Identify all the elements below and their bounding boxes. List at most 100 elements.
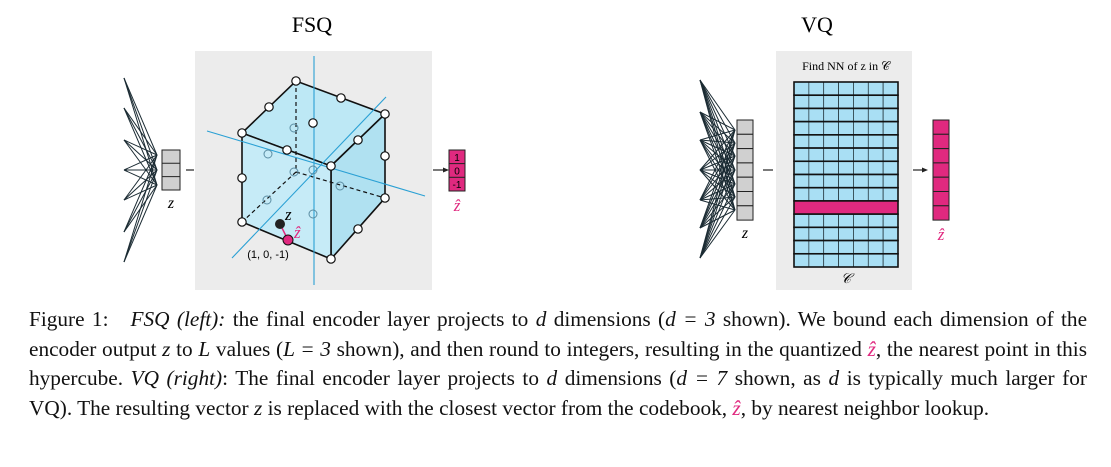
vq-code-cell [853, 108, 869, 122]
vq-code-cell [882, 134, 899, 149]
lattice-point [237, 128, 247, 138]
vq-code-cell [808, 187, 825, 202]
vq-code-cell [823, 134, 839, 149]
vq-code-cell [823, 253, 839, 268]
figure-caption: Figure 1: FSQ (left): the final encoder … [29, 305, 1087, 423]
caption-text: to [176, 336, 193, 361]
network-edge [123, 154, 158, 233]
vq-code-cell [808, 253, 825, 268]
fsq-encoder-network [123, 77, 158, 263]
caption-math: d = 7 [676, 366, 728, 390]
vq-output-cell [932, 148, 950, 164]
vq-output-cell [932, 162, 950, 178]
network-edge [123, 169, 158, 263]
lattice-point [326, 161, 336, 171]
vq-input-cell [736, 176, 754, 192]
fsq-quantized-coord: (1, 0, -1) [247, 249, 289, 261]
vq-code-cell [823, 147, 839, 162]
vq-code-cell [882, 227, 899, 241]
caption-text: shown, as [734, 366, 821, 390]
vq-code-cell [882, 121, 899, 136]
caption-text: dimensions ( [564, 366, 677, 390]
network-edge [699, 196, 736, 229]
network-edge [699, 111, 736, 211]
vq-code-cell [793, 108, 810, 122]
network-edge [699, 209, 736, 259]
network-edge [699, 129, 736, 141]
vq-code-cell [867, 121, 884, 136]
vq-output-arrowhead [922, 167, 928, 173]
network-edge [699, 196, 736, 259]
vq-code-cell [853, 227, 869, 241]
caption-math: d = 3 [665, 307, 716, 331]
vq-code-cell [823, 240, 839, 255]
hidden-lattice-point [263, 149, 273, 159]
vq-code-cell [838, 147, 854, 162]
vq-code-cell [853, 174, 869, 189]
vq-code-cell [882, 147, 899, 162]
vq-code-cell [823, 108, 839, 122]
caption-text: , by nearest neighbor lookup. [740, 395, 990, 420]
vq-code-cell [867, 187, 884, 202]
network-edge [699, 129, 736, 201]
caption-text: is replaced with the closest vector from… [267, 395, 728, 420]
network-edge [699, 79, 736, 198]
vq-input-vector [736, 119, 754, 221]
fsq-z-point-label: z [284, 205, 292, 224]
vq-code-cell [838, 227, 854, 241]
fsq-output-value: 1 [454, 153, 460, 164]
vq-code-cell [867, 134, 884, 149]
vq-codebook-title: Find NN of z in 𝒞 [802, 59, 891, 73]
network-edge [699, 79, 736, 131]
hidden-lattice-point [289, 123, 299, 133]
fsq-output-value: -1 [453, 180, 462, 191]
caption-fsq-heading: FSQ (left): [130, 307, 226, 331]
vq-code-cell [793, 94, 810, 109]
caption-text: shown), and then round to integers, resu… [336, 336, 862, 361]
vq-code-cell [838, 160, 854, 175]
vq-code-cell [793, 160, 810, 175]
network-edge [699, 129, 736, 171]
vq-code-cell [808, 134, 825, 149]
vq-code-cell [853, 134, 869, 149]
vq-code-cell [838, 121, 854, 136]
vq-code-cell [823, 227, 839, 241]
network-edge [123, 77, 158, 156]
vq-code-cell [808, 108, 825, 122]
vq-code-cell [853, 160, 869, 175]
vq-code-cell [882, 253, 899, 268]
caption-math-zhat: ẑ [732, 395, 741, 420]
vq-code-cell [823, 174, 839, 189]
vq-code-cell [838, 253, 854, 268]
vq-code-cell [838, 94, 854, 109]
caption-figure-label: Figure 1: [29, 307, 109, 331]
network-edge [699, 139, 736, 185]
network-edge [123, 154, 158, 201]
caption-math: d [828, 366, 840, 390]
network-edge [123, 107, 158, 156]
network-edge [699, 129, 736, 259]
caption-math-zhat: ẑ [867, 336, 876, 361]
lattice-point [380, 109, 390, 119]
vq-code-cell [793, 174, 810, 189]
fsq-zhat-point-label: ẑ [293, 223, 301, 242]
vq-output-cell [932, 191, 950, 207]
network-edge [699, 155, 736, 229]
network-edge [699, 142, 736, 229]
network-edge [699, 155, 736, 259]
network-edge [699, 129, 736, 229]
vq-code-cell [867, 174, 884, 189]
fsq-axes [206, 56, 426, 285]
vq-code-cell [808, 227, 825, 241]
vq-code-cell [867, 160, 884, 175]
lattice-point [336, 93, 346, 103]
vq-input-cell [736, 148, 754, 164]
vq-code-cell [853, 253, 869, 268]
figure-1: FSQ z z ẑ (1, 0, -1) 1 0 [123, 12, 950, 290]
network-edge [123, 154, 158, 171]
caption-math: L = 3 [283, 336, 331, 361]
vq-code-cell [808, 160, 825, 175]
vq-code-cell [853, 147, 869, 162]
vq-code-cell [793, 227, 810, 241]
vq-code-row [793, 252, 899, 268]
